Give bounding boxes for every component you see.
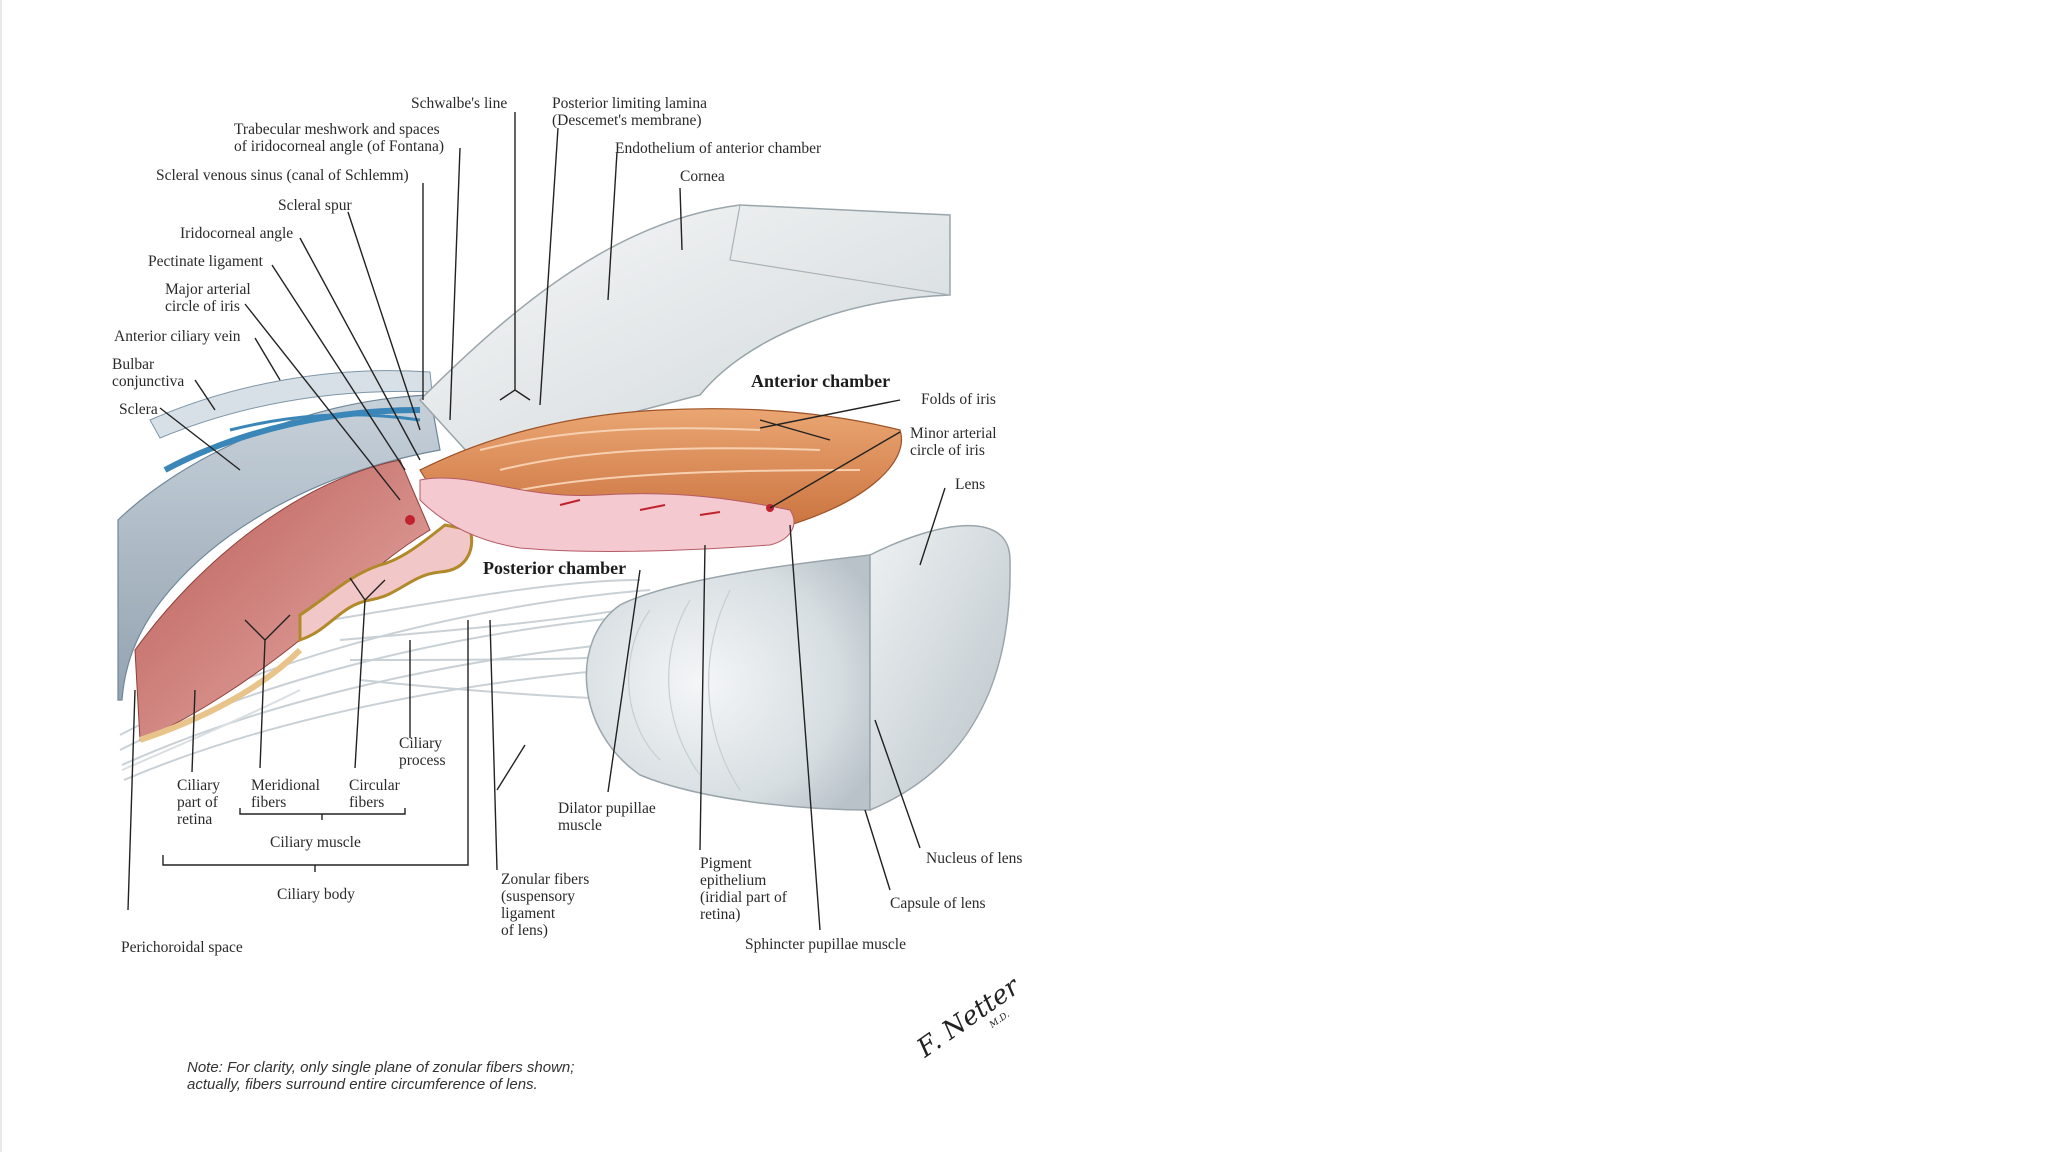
lens-lamellae-art [628, 589, 741, 791]
label-folds-of-iris: Folds of iris [921, 391, 996, 408]
label-minor-arterial-circle-2: circle of iris [910, 442, 985, 459]
label-major-arterial-circle-2: circle of iris [165, 298, 240, 315]
lens-cut-face [869, 524, 1011, 812]
cornea-cut-edge [729, 204, 951, 296]
label-descemets-membrane: (Descemet's membrane) [552, 112, 702, 129]
label-conjunctiva: conjunctiva [112, 373, 184, 390]
label-pigment-epithelium-3: (iridial part of [700, 889, 788, 906]
label-iridocorneal-angle-fontana: of iridocorneal angle (of Fontana) [234, 138, 444, 155]
label-dilator-pupillae-2: muscle [558, 817, 602, 834]
anatomy-artwork [117, 204, 1011, 812]
label-zonular-fibers-2: (suspensory [501, 888, 575, 905]
label-circular-fibers: Circular [349, 777, 401, 794]
label-zonular-fibers-4: of lens) [501, 922, 548, 939]
ciliary-part-of-retina-art [139, 647, 303, 743]
conjunctival-vessel-art [229, 413, 421, 432]
label-ciliary-process-2: process [399, 752, 446, 769]
label-anterior-ciliary-vein: Anterior ciliary vein [114, 328, 241, 345]
note-line-1: Note: For clarity, only single plane of … [187, 1059, 574, 1076]
label-cornea: Cornea [680, 168, 725, 185]
label-posterior-chamber: Posterior chamber [483, 558, 626, 578]
label-meridional-fibers-2: fibers [251, 794, 286, 811]
label-ciliary-body: Ciliary body [277, 886, 355, 903]
label-capsule-of-lens: Capsule of lens [890, 895, 986, 912]
label-sphincter-pupillae: Sphincter pupillae muscle [745, 936, 906, 953]
label-anterior-chamber: Anterior chamber [751, 371, 890, 391]
label-scleral-spur: Scleral spur [278, 197, 352, 214]
label-bulbar: Bulbar [112, 356, 155, 373]
iris-pigment-art [419, 477, 795, 552]
retina-line-art [121, 689, 301, 771]
anterior-ciliary-vein-art [163, 407, 421, 473]
iris-folds-art [479, 427, 861, 491]
label-schwalbes-line: Schwalbe's line [411, 95, 507, 112]
label-lens: Lens [955, 476, 985, 493]
label-ciliary-part-of-retina: Ciliary [177, 777, 220, 794]
label-meridional-fibers: Meridional [251, 777, 320, 794]
label-ciliary-part-of-retina-3: retina [177, 811, 212, 828]
label-pigment-epithelium: Pigment [700, 855, 752, 872]
label-nucleus-of-lens: Nucleus of lens [926, 850, 1022, 867]
iris-vessels-art [559, 499, 721, 516]
label-pigment-epithelium-2: epithelium [700, 872, 766, 889]
label-perichoroidal-space: Perichoroidal space [121, 939, 243, 956]
label-iridocorneal-angle: Iridocorneal angle [180, 225, 293, 242]
page-left-edge [0, 0, 2, 1152]
leader-lines [127, 112, 946, 931]
label-major-arterial-circle: Major arterial [165, 281, 251, 298]
label-minor-arterial-circle: Minor arterial [910, 425, 997, 442]
sclera-art [117, 394, 441, 701]
label-ciliary-part-of-retina-2: part of [177, 794, 219, 811]
label-circular-fibers-2: fibers [349, 794, 384, 811]
label-scleral-venous-sinus: Scleral venous sinus (canal of Schlemm) [156, 167, 409, 184]
label-posterior-limiting-lamina: Posterior limiting lamina [552, 95, 707, 112]
ciliary-processes-art [298, 523, 474, 643]
label-pectinate-ligament: Pectinate ligament [148, 253, 264, 270]
label-zonular-fibers: Zonular fibers [501, 871, 589, 888]
conjunctiva-art [149, 370, 433, 439]
cornea-art [418, 204, 951, 456]
note-line-2: actually, fibers surround entire circumf… [187, 1076, 538, 1093]
label-ciliary-process: Ciliary [399, 735, 442, 752]
label-ciliary-muscle: Ciliary muscle [270, 834, 361, 851]
label-trabecular-meshwork: Trabecular meshwork and spaces [234, 121, 440, 138]
netter-signature: F. Netter M.D. [911, 971, 1026, 1064]
lens-art [585, 554, 871, 811]
ciliary-muscle-art [134, 459, 431, 741]
label-dilator-pupillae: Dilator pupillae [558, 800, 656, 817]
ciliary-muscle-bracket [239, 808, 406, 820]
label-sclera: Sclera [119, 401, 158, 418]
label-zonular-fibers-3: ligament [501, 905, 556, 922]
label-endothelium: Endothelium of anterior chamber [615, 140, 822, 157]
major-arterial-circle-art [405, 515, 415, 525]
ciliary-body-bracket [162, 620, 469, 872]
label-pigment-epithelium-4: retina) [700, 906, 740, 923]
